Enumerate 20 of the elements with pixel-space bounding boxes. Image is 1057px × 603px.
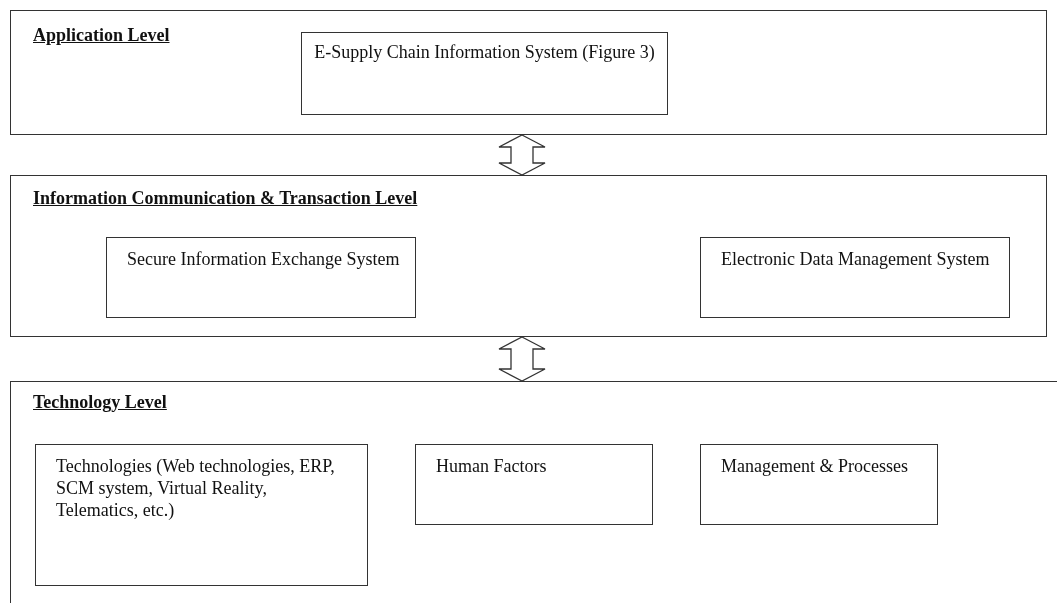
box-label: Technologies (Web technologies, ERP, SCM system, Virtual Reality, Telematics, etc.) (56, 456, 335, 520)
component-box (35, 444, 368, 586)
component-box (700, 444, 938, 525)
component-box (700, 237, 1010, 318)
component-box (106, 237, 416, 318)
box-label: E-Supply Chain Information System (Figure 3) (314, 42, 655, 62)
level-heading: Information Communication & Transaction Level (33, 188, 418, 209)
level-heading: Application Level (33, 25, 170, 46)
level-panel (10, 381, 1057, 603)
double-arrow (498, 336, 546, 382)
level-panel (10, 10, 1047, 135)
double-arrow (498, 134, 546, 176)
component-box (301, 32, 668, 115)
level-heading: Technology Level (33, 392, 167, 413)
box-label: Management & Processes (721, 456, 908, 476)
level-panel (10, 175, 1047, 337)
box-label: Electronic Data Management System (721, 249, 990, 269)
box-label: Secure Information Exchange System (127, 249, 400, 269)
component-box (415, 444, 653, 525)
box-label: Human Factors (436, 456, 547, 476)
